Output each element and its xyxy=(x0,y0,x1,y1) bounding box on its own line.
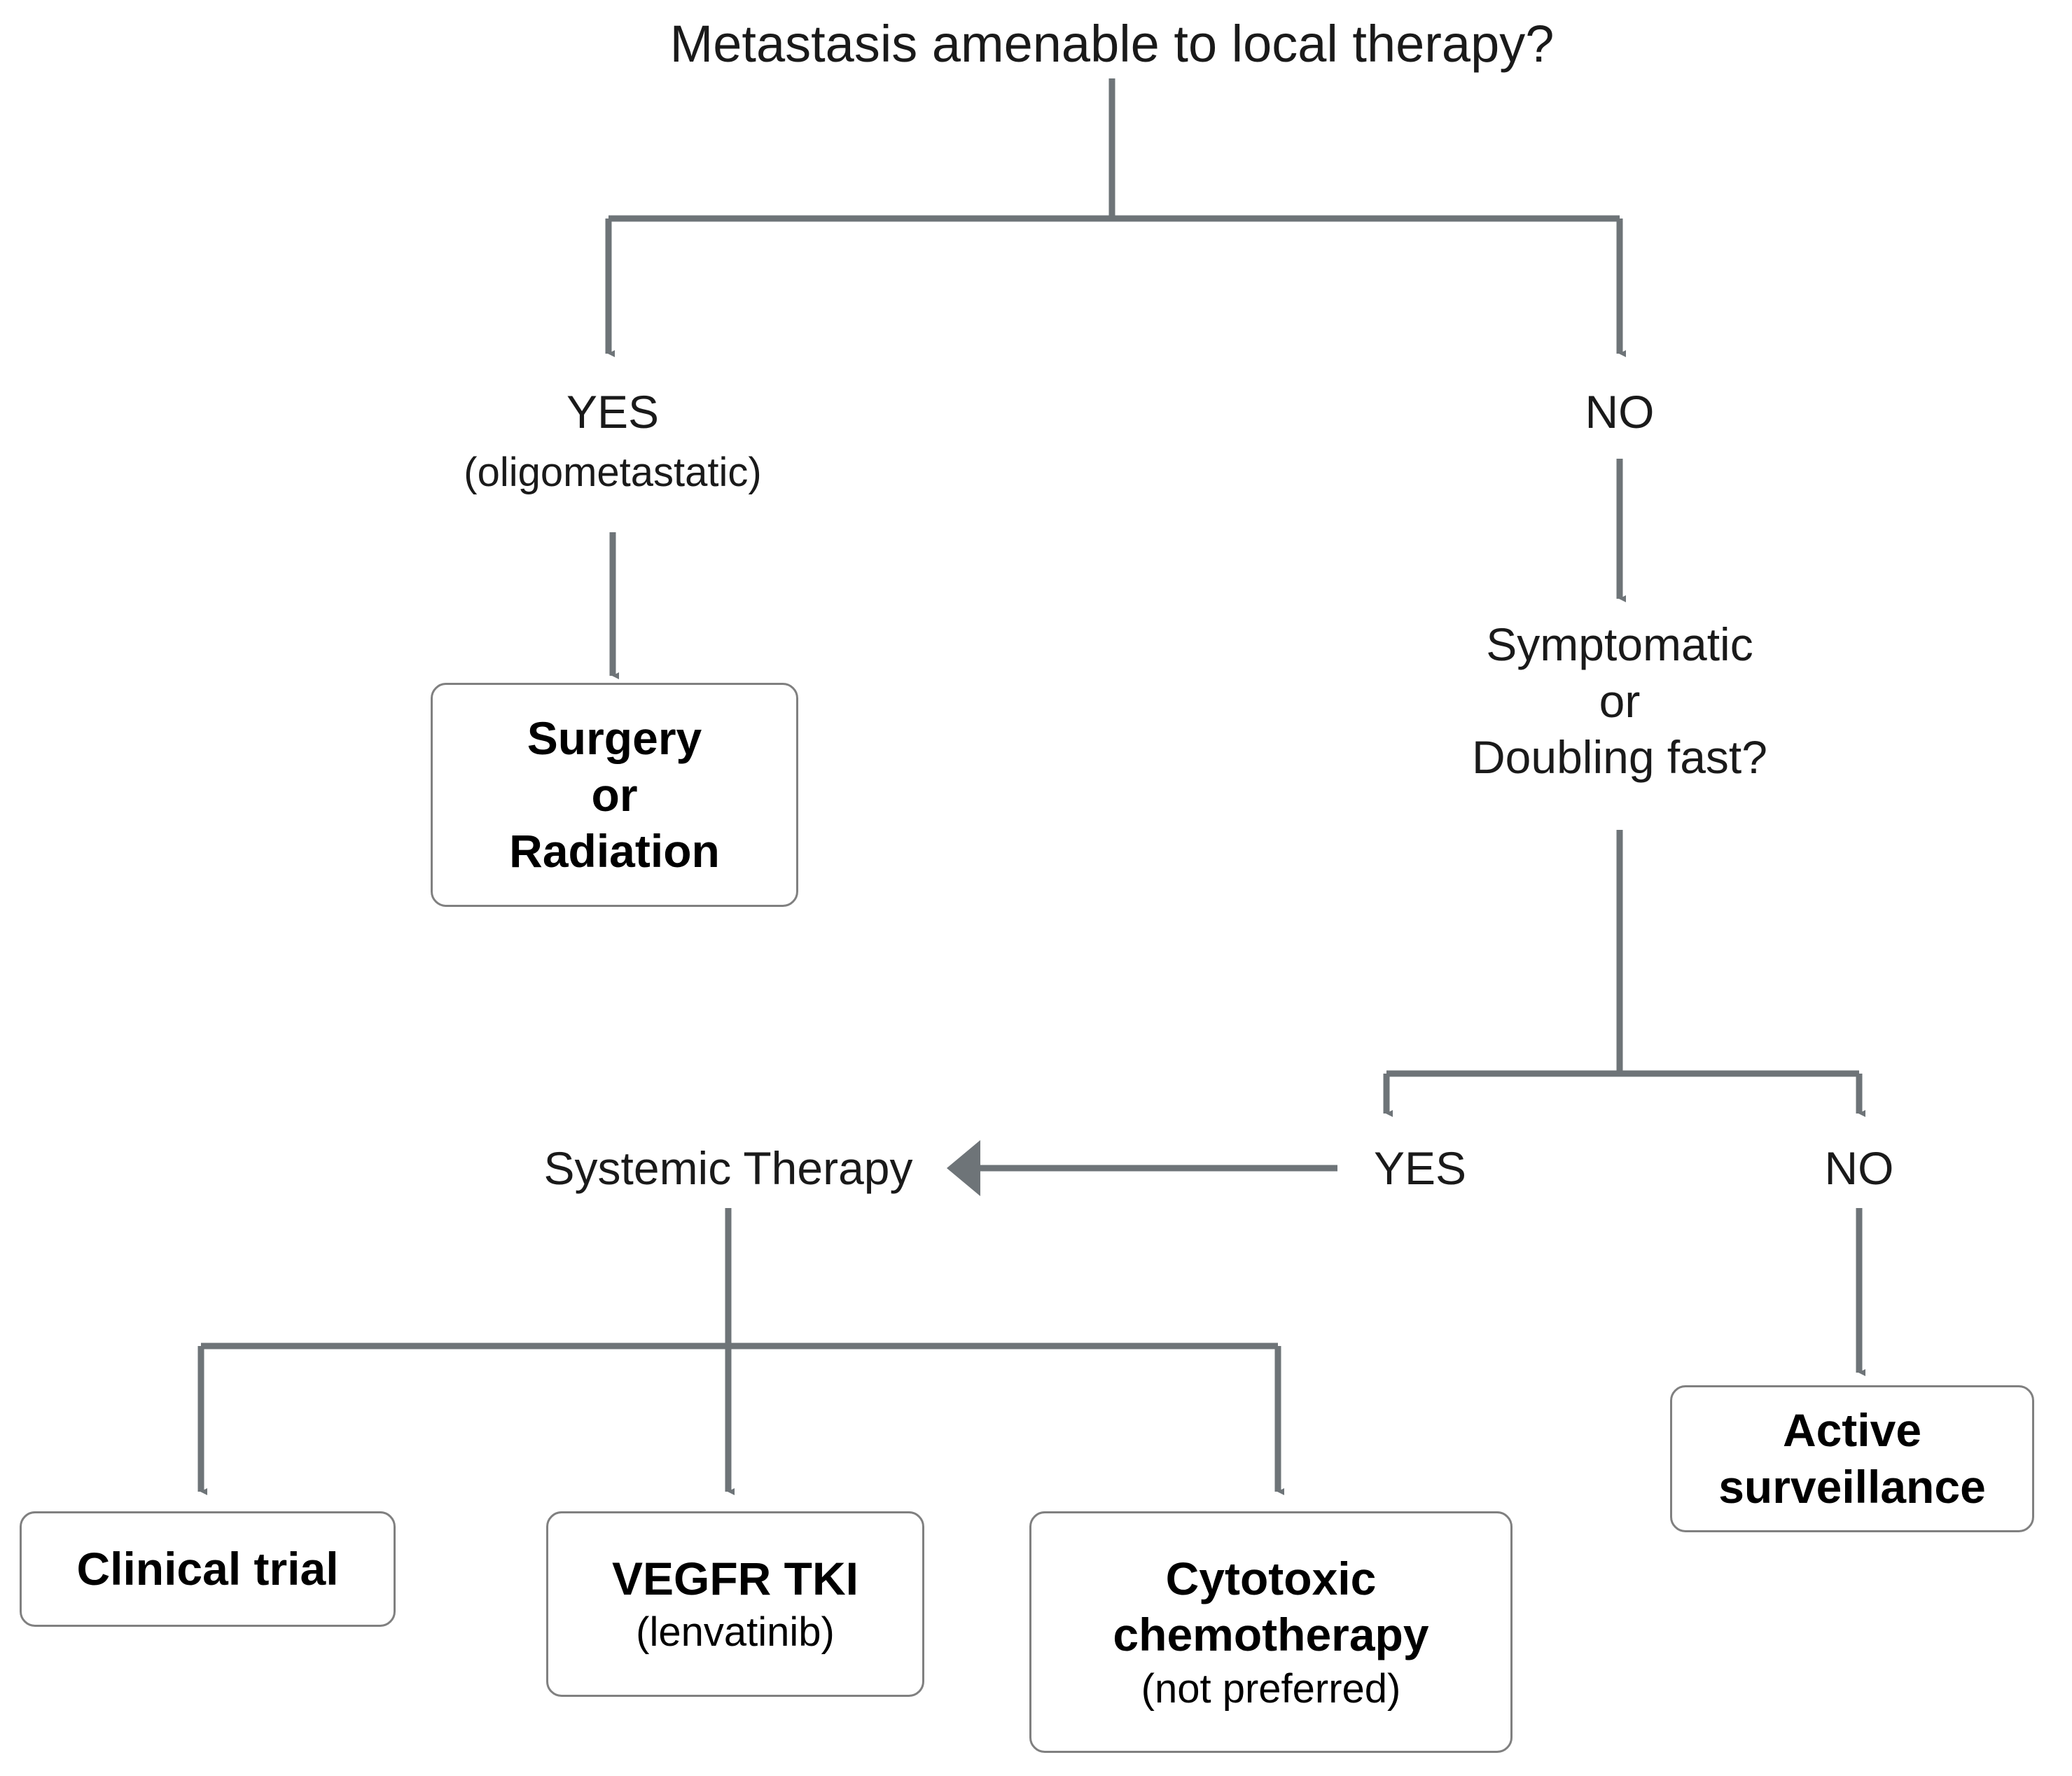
surgery-radiation-box[interactable]: Surgery or Radiation xyxy=(431,683,798,907)
cytotoxic-chemotherapy-box-subtitle: (not preferred) xyxy=(1141,1665,1401,1712)
edge-yes-to-systemic-arrowhead xyxy=(947,1140,980,1196)
branch-no-label: NO xyxy=(1585,386,1655,438)
clinical-trial-box-title: Clinical trial xyxy=(76,1543,339,1595)
surgery-radiation-box-title: Surgery or Radiation xyxy=(509,712,720,877)
symptomatic-yes-label: YES xyxy=(1373,1142,1467,1194)
cytotoxic-chemotherapy-box-title: Cytotoxic chemotherapy xyxy=(1113,1552,1429,1661)
active-surveillance-box[interactable]: Active surveillance xyxy=(1670,1385,2034,1532)
vegfr-tki-box-title: VEGFR TKI xyxy=(611,1552,858,1604)
vegfr-tki-box[interactable]: VEGFR TKI (lenvatinib) xyxy=(546,1511,924,1697)
clinical-trial-box[interactable]: Clinical trial xyxy=(20,1511,396,1627)
symptomatic-no-label: NO xyxy=(1824,1142,1894,1194)
branch-yes-sublabel: (oligometastatic) xyxy=(464,450,762,495)
root-question-label: Metastasis amenable to local therapy? xyxy=(669,15,1555,73)
branch-yes-label: YES xyxy=(566,386,660,438)
symptomatic-question-label: Symptomatic or Doubling fast? xyxy=(1472,618,1767,784)
systemic-therapy-label: Systemic Therapy xyxy=(543,1142,913,1194)
vegfr-tki-box-subtitle: (lenvatinib) xyxy=(636,1609,835,1656)
cytotoxic-chemotherapy-box[interactable]: Cytotoxic chemotherapy (not preferred) xyxy=(1029,1511,1513,1753)
active-surveillance-box-title: Active surveillance xyxy=(1718,1404,1986,1513)
